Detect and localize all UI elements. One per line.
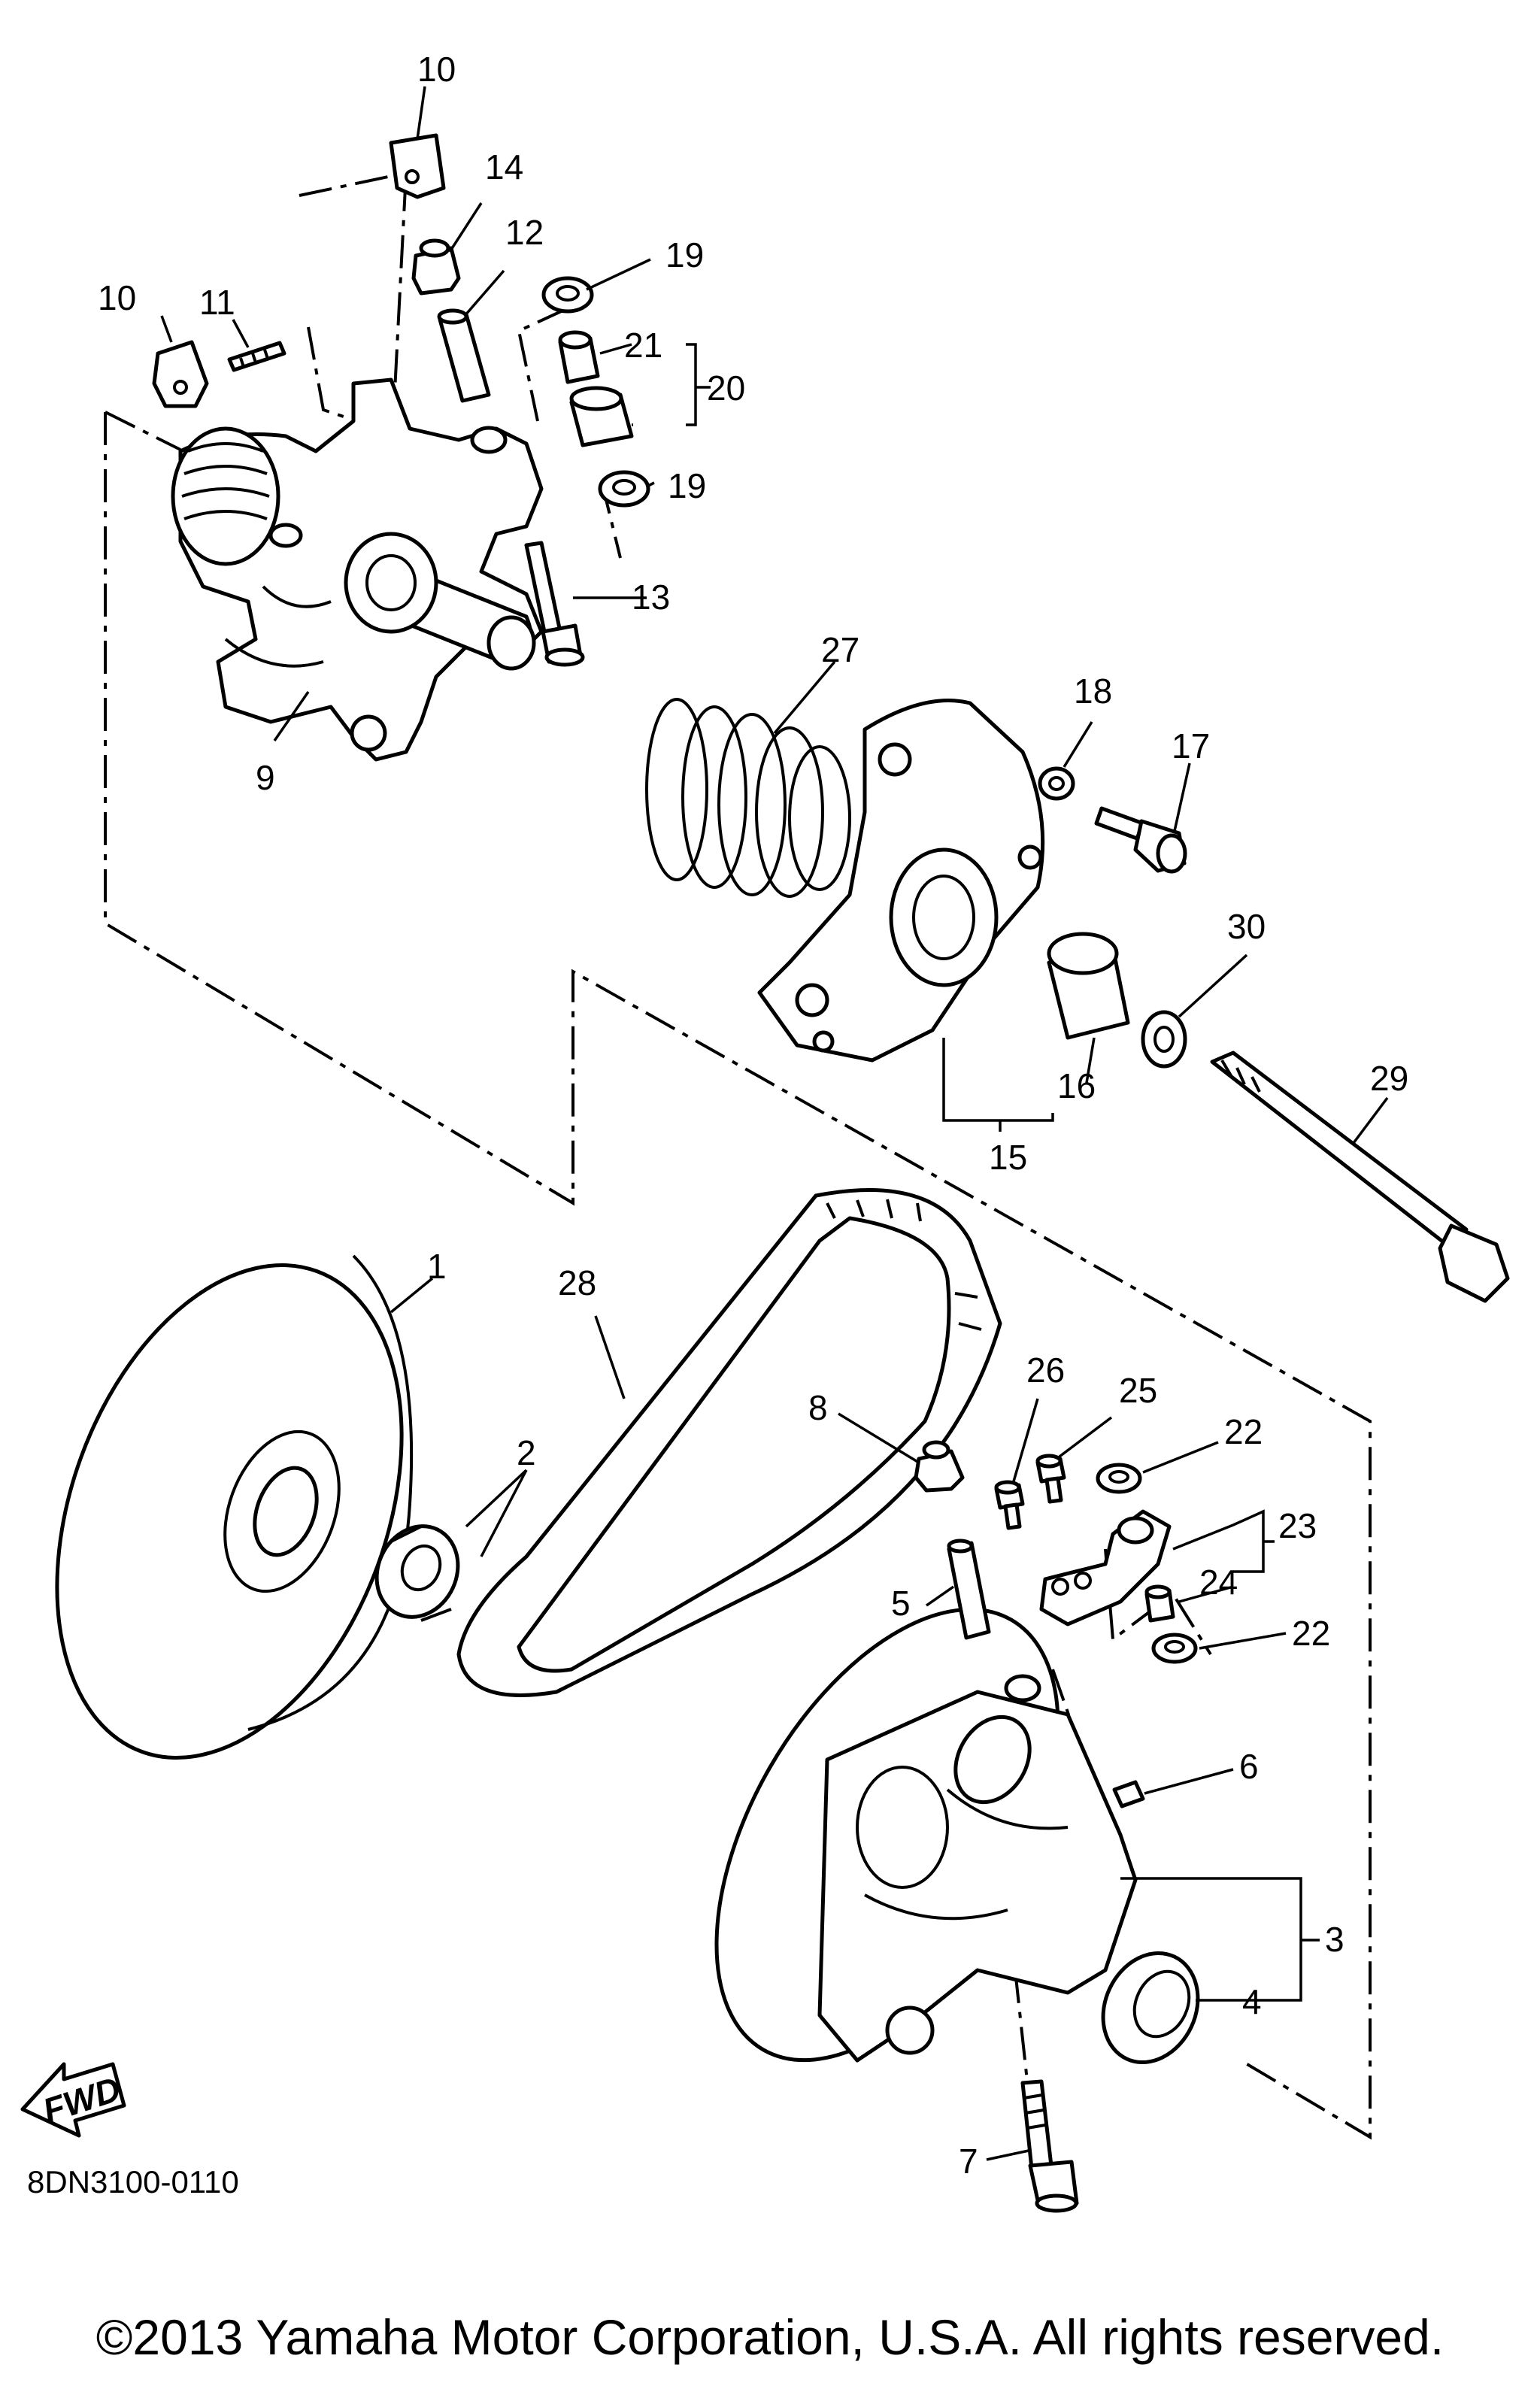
collar-part-2 <box>374 1524 460 1622</box>
callout-14: 14 <box>485 147 523 186</box>
callout-10-lower: 10 <box>98 278 136 317</box>
callout-13: 13 <box>632 578 670 617</box>
leader-lines <box>160 86 1389 2161</box>
copyright-notice: ©2013 Yamaha Motor Corporation, U.S.A. A… <box>95 2309 1445 2365</box>
drawing-code: 8DN3100-0110 <box>27 2164 239 2200</box>
callout-10-upper: 10 <box>417 50 456 89</box>
callout-28: 28 <box>558 1263 596 1302</box>
pin-part-11 <box>227 341 286 372</box>
callout-22-lower: 22 <box>1292 1614 1330 1653</box>
callout-12: 12 <box>505 213 544 252</box>
screw-part-26 <box>994 1480 1025 1530</box>
callout-22-upper: 22 <box>1224 1412 1263 1451</box>
callout-26: 26 <box>1026 1351 1065 1390</box>
callout-27: 27 <box>821 630 859 669</box>
bolt-part-7 <box>1020 2079 1079 2213</box>
callout-5: 5 <box>891 1584 911 1623</box>
callout-16: 16 <box>1057 1066 1096 1105</box>
arm-part-23 <box>1039 1509 1172 1627</box>
collar-part-24 <box>1144 1584 1175 1623</box>
callout-19-upper: 19 <box>665 235 704 274</box>
washer-part-19-lower <box>598 470 650 508</box>
v-belt-part-28 <box>456 1188 1002 1697</box>
callout-25: 25 <box>1119 1371 1157 1410</box>
callout-1: 1 <box>427 1247 447 1286</box>
callout-6: 6 <box>1239 1747 1259 1786</box>
pin-part-6 <box>1112 1780 1145 1808</box>
callout-11: 11 <box>199 283 235 322</box>
callout-20: 20 <box>707 368 745 408</box>
callout-2: 2 <box>517 1433 536 1472</box>
washer-part-30 <box>1141 1010 1187 1069</box>
callout-30: 30 <box>1227 907 1266 946</box>
callout-4: 4 <box>1242 1982 1262 2021</box>
callout-19-lower: 19 <box>668 466 706 505</box>
sliding-sheave-part-3 <box>714 1607 1138 2063</box>
callout-23: 23 <box>1278 1506 1317 1545</box>
callout-8: 8 <box>808 1388 828 1427</box>
nut-part-8 <box>914 1440 965 1493</box>
pin-part-5 <box>947 1539 991 1640</box>
bolt-part-13 <box>524 541 585 667</box>
callout-3: 3 <box>1325 1920 1344 1959</box>
washer-part-22-upper <box>1096 1463 1142 1494</box>
callout-9: 9 <box>256 758 275 797</box>
spring-part-27 <box>645 698 851 898</box>
callout-21: 21 <box>624 326 662 365</box>
collar-part-21 <box>558 330 600 384</box>
callout-24: 24 <box>1199 1563 1238 1602</box>
weight-part-10-upper <box>389 133 446 199</box>
fixed-sheave-part-1 <box>55 1254 414 1760</box>
roller-part-20 <box>569 386 634 447</box>
fwd-arrow-icon: FWD <box>20 2062 126 2138</box>
callout-15: 15 <box>989 1138 1027 1177</box>
weight-part-10-lower <box>152 340 209 408</box>
washer-part-22-lower <box>1151 1633 1198 1664</box>
collar-part-12 <box>437 308 491 403</box>
screw-part-25 <box>1035 1454 1066 1504</box>
washer-part-19-upper <box>541 276 594 314</box>
washer-part-18 <box>1038 766 1075 801</box>
callout-labels: 10 14 12 19 10 11 21 20 19 13 9 27 18 17… <box>98 50 1408 2181</box>
callout-17: 17 <box>1172 726 1210 766</box>
oil-seal-part-4 <box>1101 1951 1200 2065</box>
bolt-part-17 <box>1094 806 1187 874</box>
cover-part-15 <box>757 699 1045 1063</box>
bolt-part-29 <box>1210 1050 1510 1303</box>
callout-29: 29 <box>1370 1059 1408 1098</box>
primary-fixed-sheave-part-9 <box>171 377 544 762</box>
bushing-part-16 <box>1047 932 1130 1040</box>
callout-18: 18 <box>1074 672 1112 711</box>
callout-7: 7 <box>959 2142 978 2181</box>
nut-part-14 <box>411 238 461 296</box>
